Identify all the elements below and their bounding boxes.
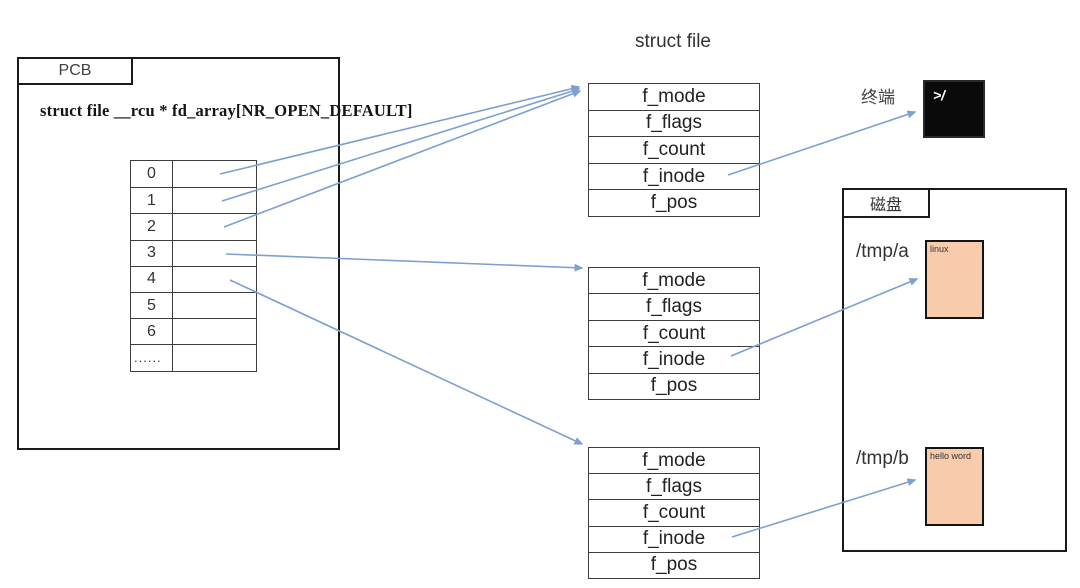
fd-pointer-cell bbox=[173, 241, 256, 266]
file-path-tmp-a: /tmp/a bbox=[856, 241, 909, 262]
fd-index: 6 bbox=[131, 319, 173, 345]
fd-row: 2 bbox=[131, 213, 256, 240]
fd-row: ...... bbox=[131, 344, 256, 371]
terminal-window: >/ bbox=[923, 80, 985, 138]
pcb-tab-label: PCB bbox=[17, 57, 133, 85]
fd-pointer-cell bbox=[173, 161, 256, 187]
file-content-tmp-a: linux bbox=[925, 240, 984, 319]
fd-index: 2 bbox=[131, 214, 173, 240]
struct-field-f-mode: f_mode bbox=[642, 269, 706, 291]
fd-array-declaration: struct file __rcu * fd_array[NR_OPEN_DEF… bbox=[40, 101, 413, 120]
fd-pointer-cell bbox=[173, 345, 256, 370]
fd-row: 3 bbox=[131, 239, 256, 266]
fd-pointer-cell bbox=[173, 267, 256, 292]
struct-field-f-pos: f_pos bbox=[589, 372, 759, 399]
fd-index: 3 bbox=[131, 240, 173, 266]
fd-row: 1 bbox=[131, 187, 256, 214]
struct-field-f-flags: f_flags bbox=[589, 473, 759, 499]
terminal-prompt: >/ bbox=[933, 87, 946, 103]
fd-index: 0 bbox=[131, 161, 173, 188]
fd-index: 5 bbox=[131, 292, 173, 319]
struct-field-f-mode: f_mode bbox=[642, 449, 706, 471]
fd-row: 0 bbox=[131, 161, 256, 188]
struct-file-table-2: f_mode f_flags f_count f_inode f_pos bbox=[588, 267, 760, 400]
struct-field-f-inode: f_inode bbox=[589, 525, 759, 552]
struct-field-f-inode: f_inode bbox=[589, 162, 759, 190]
struct-field-f-mode: f_mode bbox=[642, 85, 706, 107]
struct-file-table-1: f_mode f_flags f_count f_inode f_pos bbox=[588, 83, 760, 217]
struct-field-f-flags: f_flags bbox=[589, 109, 759, 137]
terminal-label: 终端 bbox=[861, 88, 895, 107]
fd-pointer-cell bbox=[173, 293, 256, 318]
file-content-tmp-b: hello word bbox=[925, 447, 984, 526]
fd-index: 1 bbox=[131, 188, 173, 214]
fd-pointer-cell bbox=[173, 319, 256, 344]
fd-row: 5 bbox=[131, 291, 256, 319]
struct-field-f-count: f_count bbox=[589, 499, 759, 525]
file-path-tmp-b: /tmp/b bbox=[856, 448, 909, 469]
fd-index: 4 bbox=[131, 266, 173, 292]
struct-file-title: struct file bbox=[634, 31, 712, 52]
fd-pointer-cell bbox=[173, 214, 256, 239]
struct-field-f-inode: f_inode bbox=[589, 346, 759, 372]
struct-field-f-flags: f_flags bbox=[589, 293, 759, 319]
fd-index: ...... bbox=[131, 345, 173, 371]
struct-file-table-3: f_mode f_flags f_count f_inode f_pos bbox=[588, 447, 760, 579]
fd-row: 4 bbox=[131, 265, 256, 292]
struct-field-f-pos: f_pos bbox=[589, 551, 759, 578]
fd-row: 6 bbox=[131, 318, 256, 345]
disk-tab-label: 磁盘 bbox=[842, 188, 930, 218]
struct-field-f-pos: f_pos bbox=[589, 189, 759, 216]
fd-pointer-cell bbox=[173, 188, 256, 213]
fd-array-table: 0 1 2 3 4 5 6 ...... bbox=[130, 160, 257, 372]
struct-field-f-count: f_count bbox=[589, 319, 759, 346]
struct-field-f-count: f_count bbox=[589, 136, 759, 163]
